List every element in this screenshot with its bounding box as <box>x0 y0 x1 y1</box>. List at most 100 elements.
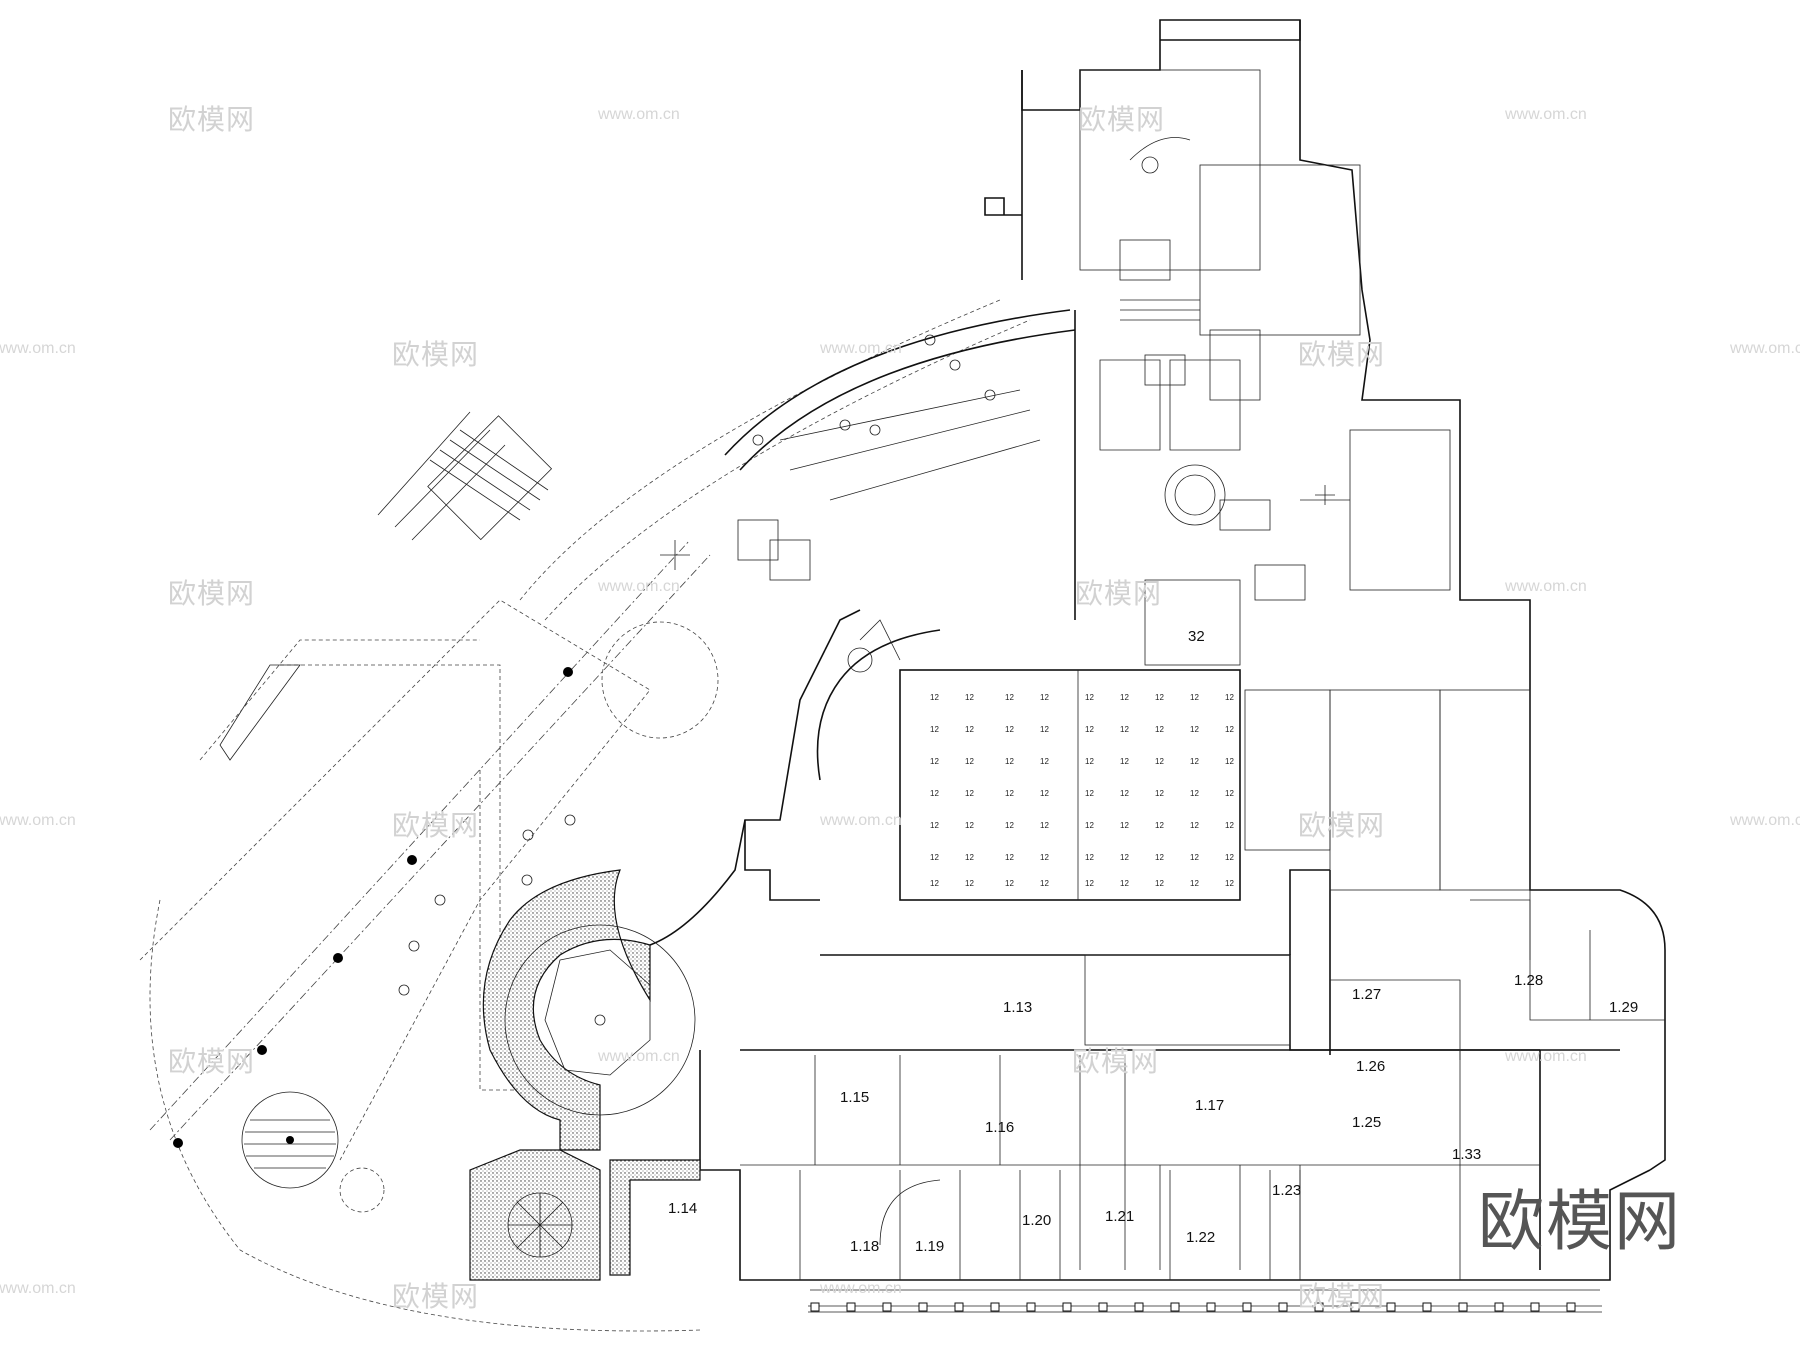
north-lobby <box>1079 69 1261 321</box>
grid-marker: 12 <box>1155 879 1164 888</box>
grid-marker: 12 <box>1040 821 1049 830</box>
grid-marker: 12 <box>965 693 974 702</box>
room-labels: 1.13 1.14 1.15 1.16 1.17 1.18 1.19 1.20 … <box>668 628 1638 1255</box>
watermark-brand: 欧模网 <box>1072 1045 1160 1078</box>
watermark-url: www.om.cn <box>820 1280 902 1297</box>
watermark-brand: 欧模网 <box>1078 103 1166 136</box>
grid-marker: 12 <box>1085 757 1094 766</box>
grid-marker: 12 <box>1190 879 1199 888</box>
watermark-url: www.om.cn <box>1730 340 1800 357</box>
grid-marker: 12 <box>1040 853 1049 862</box>
room-1-22: 1.22 <box>1186 1229 1215 1246</box>
grid-marker: 12 <box>1155 821 1164 830</box>
grid-marker: 12 <box>1040 725 1049 734</box>
room-1-17: 1.17 <box>1195 1097 1224 1114</box>
south-partitions <box>700 890 1665 1280</box>
grid-marker: 12 <box>1040 789 1049 798</box>
grid-marker: 12 <box>1005 757 1014 766</box>
watermark-url: www.om.cn <box>1730 812 1800 829</box>
column-square <box>1098 1302 1108 1312</box>
column-square <box>1314 1302 1324 1312</box>
watermark-brand: 欧模网 <box>392 1280 480 1313</box>
column-square <box>1062 1302 1072 1312</box>
watermark-url: www.om.cn <box>1505 1048 1587 1065</box>
watermark-url: www.om.cn <box>598 1048 680 1065</box>
room-1-21: 1.21 <box>1105 1208 1134 1225</box>
colonnade-columns <box>810 1302 1576 1312</box>
central-hall: 12 12 12 12 12 12 12 12 12 12 12 12 12 12 12 12 12 12 12 12… <box>899 669 1241 901</box>
grid-marker: 12 <box>1155 789 1164 798</box>
column-square <box>1566 1302 1576 1312</box>
watermark-brand: 欧模网 <box>168 577 256 610</box>
column-square <box>1422 1302 1432 1312</box>
rotunda <box>469 869 701 1281</box>
grid-marker: 12 <box>1120 757 1129 766</box>
grid-marker: 12 <box>1005 821 1014 830</box>
room-1-25: 1.25 <box>1352 1114 1381 1131</box>
column-square <box>1170 1302 1180 1312</box>
grid-marker: 12 <box>930 725 939 734</box>
grid-marker: 12 <box>965 725 974 734</box>
room-32: 32 <box>1188 628 1205 645</box>
watermark-url: www.om.cn <box>598 578 680 595</box>
grid-marker: 12 <box>1005 725 1014 734</box>
grid-marker: 12 <box>1120 725 1129 734</box>
column-square <box>1386 1302 1396 1312</box>
grid-marker: 12 <box>1225 879 1234 888</box>
brand-logo-text: 欧模网 <box>1478 1183 1682 1260</box>
grid-marker: 12 <box>1190 725 1199 734</box>
grid-marker: 12 <box>1190 693 1199 702</box>
grid-marker: 12 <box>1225 789 1234 798</box>
grid-marker: 12 <box>965 789 974 798</box>
column-square <box>1530 1302 1540 1312</box>
watermark-url: www.om.cn <box>820 812 902 829</box>
room-1-27: 1.27 <box>1352 986 1381 1003</box>
column-square <box>1242 1302 1252 1312</box>
room-1-15: 1.15 <box>840 1089 869 1106</box>
room-1-13: 1.13 <box>1003 999 1032 1016</box>
grid-marker: 12 <box>1225 821 1234 830</box>
column-square <box>882 1302 892 1312</box>
grid-marker: 12 <box>1005 789 1014 798</box>
grid-marker: 12 <box>1005 693 1014 702</box>
room-1-28: 1.28 <box>1514 972 1543 989</box>
room-1-26: 1.26 <box>1356 1058 1385 1075</box>
column-square <box>810 1302 820 1312</box>
column-square <box>1134 1302 1144 1312</box>
column-square <box>1026 1302 1036 1312</box>
grid-marker: 12 <box>965 853 974 862</box>
grid-marker: 12 <box>1085 821 1094 830</box>
grid-marker: 12 <box>1040 757 1049 766</box>
room-1-14: 1.14 <box>668 1200 697 1217</box>
grid-marker: 12 <box>1120 789 1129 798</box>
watermark-url: www.om.cn <box>0 340 76 357</box>
watermark-brand: 欧模网 <box>392 338 480 371</box>
room-1-23: 1.23 <box>1272 1182 1301 1199</box>
watermark-brand: 欧模网 <box>168 1045 256 1078</box>
grid-marker: 12 <box>965 757 974 766</box>
room-1-29: 1.29 <box>1609 999 1638 1016</box>
room-1-18: 1.18 <box>850 1238 879 1255</box>
grid-marker: 12 <box>1225 725 1234 734</box>
grid-marker: 12 <box>1120 821 1129 830</box>
grid-marker: 12 <box>1085 853 1094 862</box>
column-square <box>1206 1302 1216 1312</box>
grid-marker: 12 <box>1225 757 1234 766</box>
room-1-33: 1.33 <box>1452 1146 1481 1163</box>
grid-marker: 12 <box>1040 879 1049 888</box>
column-square <box>846 1302 856 1312</box>
grid-marker: 12 <box>1190 757 1199 766</box>
room-1-20: 1.20 <box>1022 1212 1051 1229</box>
watermark-brand: 欧模网 <box>1075 577 1163 610</box>
grid-marker: 12 <box>1085 879 1094 888</box>
column-square <box>954 1302 964 1312</box>
east-service-blocks <box>1084 164 1531 1046</box>
grid-marker: 12 <box>930 821 939 830</box>
grid-marker: 12 <box>930 879 939 888</box>
grid-marker: 12 <box>1120 879 1129 888</box>
watermark-url: www.om.cn <box>1505 578 1587 595</box>
grid-marker: 12 <box>930 853 939 862</box>
column-square <box>1494 1302 1504 1312</box>
grid-marker: 12 <box>1120 693 1129 702</box>
